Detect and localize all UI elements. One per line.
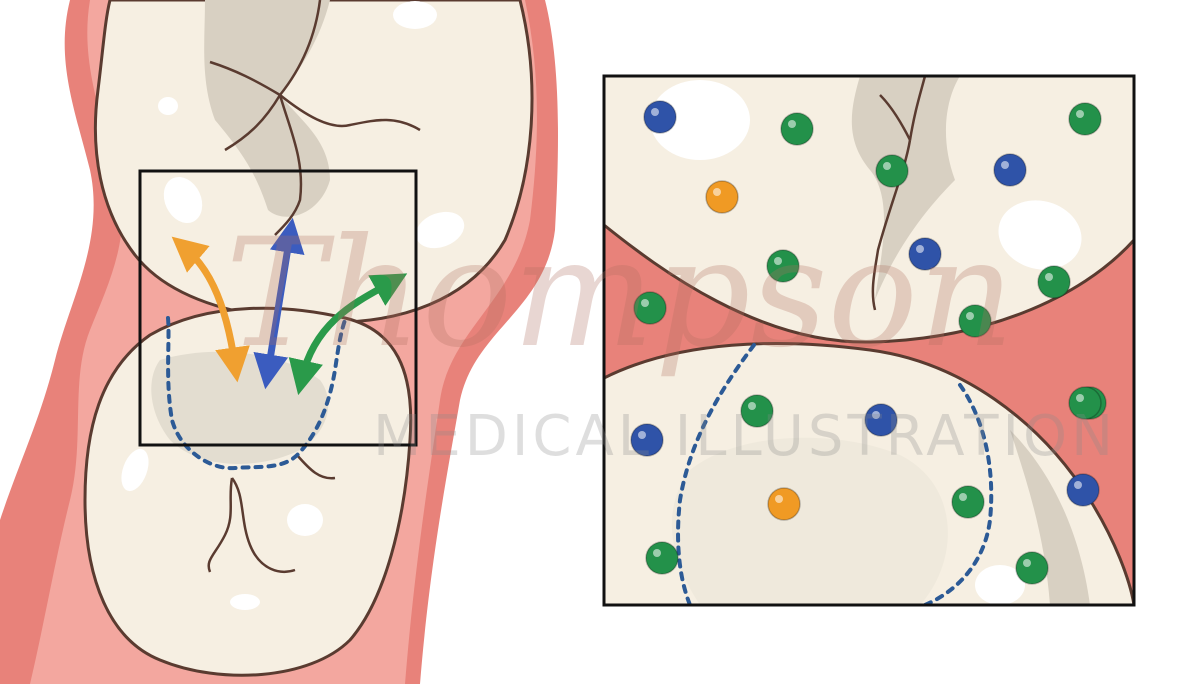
particle-highlight: [775, 495, 783, 503]
green-ion-particle: [780, 112, 814, 146]
green-ion-particle: [645, 541, 679, 575]
particle-highlight: [966, 312, 974, 320]
blue-ion-particle: [908, 237, 942, 271]
green-exchange-arrow: [288, 273, 408, 396]
blue-ion-particle: [630, 423, 664, 457]
magnified-inset: [604, 76, 1134, 605]
blue-exchange-arrow: [253, 217, 305, 390]
green-ion-particle: [740, 394, 774, 428]
particle-highlight: [641, 299, 649, 307]
particle-highlight: [653, 549, 661, 557]
orange-exchange-arrow: [171, 236, 250, 383]
inset-lesion-boundary: [676, 343, 756, 605]
orange-ion-particle: [705, 180, 739, 214]
green-ion-particle: [1068, 102, 1102, 136]
particle-highlight: [1001, 161, 1009, 169]
green-ion-particle: [633, 291, 667, 325]
green-ion-particle: [1037, 265, 1071, 299]
lower-molar: [83, 306, 413, 677]
watermark-subtitle: MEDICAL ILLUSTRATION: [373, 404, 1117, 469]
green-ion-particle: [766, 249, 800, 283]
exchange-arrows: [171, 217, 408, 396]
particle-highlight: [748, 402, 756, 410]
particle-highlight: [872, 411, 880, 419]
mineral-ion-particles: [630, 100, 1107, 585]
green-ion-particle: [958, 304, 992, 338]
green-ion-particle: [1068, 386, 1102, 420]
inset-lesion-boundary-right: [923, 383, 994, 605]
particle-highlight: [713, 188, 721, 196]
particle-highlight: [959, 493, 967, 501]
zoom-region-box: [138, 169, 418, 447]
watermark: Thompson MEDICAL ILLUSTRATION: [225, 207, 1117, 469]
particle-highlight: [1076, 110, 1084, 118]
blue-ion-particle: [643, 100, 677, 134]
orange-ion-particle: [767, 487, 801, 521]
particle-highlight: [774, 257, 782, 265]
inset-frame: [602, 74, 1136, 607]
particle-highlight: [916, 245, 924, 253]
particle-highlight: [883, 162, 891, 170]
green-ion-particle: [1015, 551, 1049, 585]
particle-highlight: [1074, 481, 1082, 489]
particle-highlight: [638, 431, 646, 439]
green-ion-particle: [951, 485, 985, 519]
green-ion-particle: [875, 154, 909, 188]
particle-highlight: [788, 120, 796, 128]
particle-highlight: [1045, 273, 1053, 281]
watermark-name: Thompson: [225, 207, 1014, 381]
blue-ion-particle: [864, 403, 898, 437]
blue-ion-particle: [993, 153, 1027, 187]
blue-ion-particle: [1066, 473, 1100, 507]
lesion-boundary-dashed: [166, 316, 347, 471]
particle-highlight: [651, 108, 659, 116]
particle-highlight: [1023, 559, 1031, 567]
particle-highlight: [1076, 394, 1084, 402]
